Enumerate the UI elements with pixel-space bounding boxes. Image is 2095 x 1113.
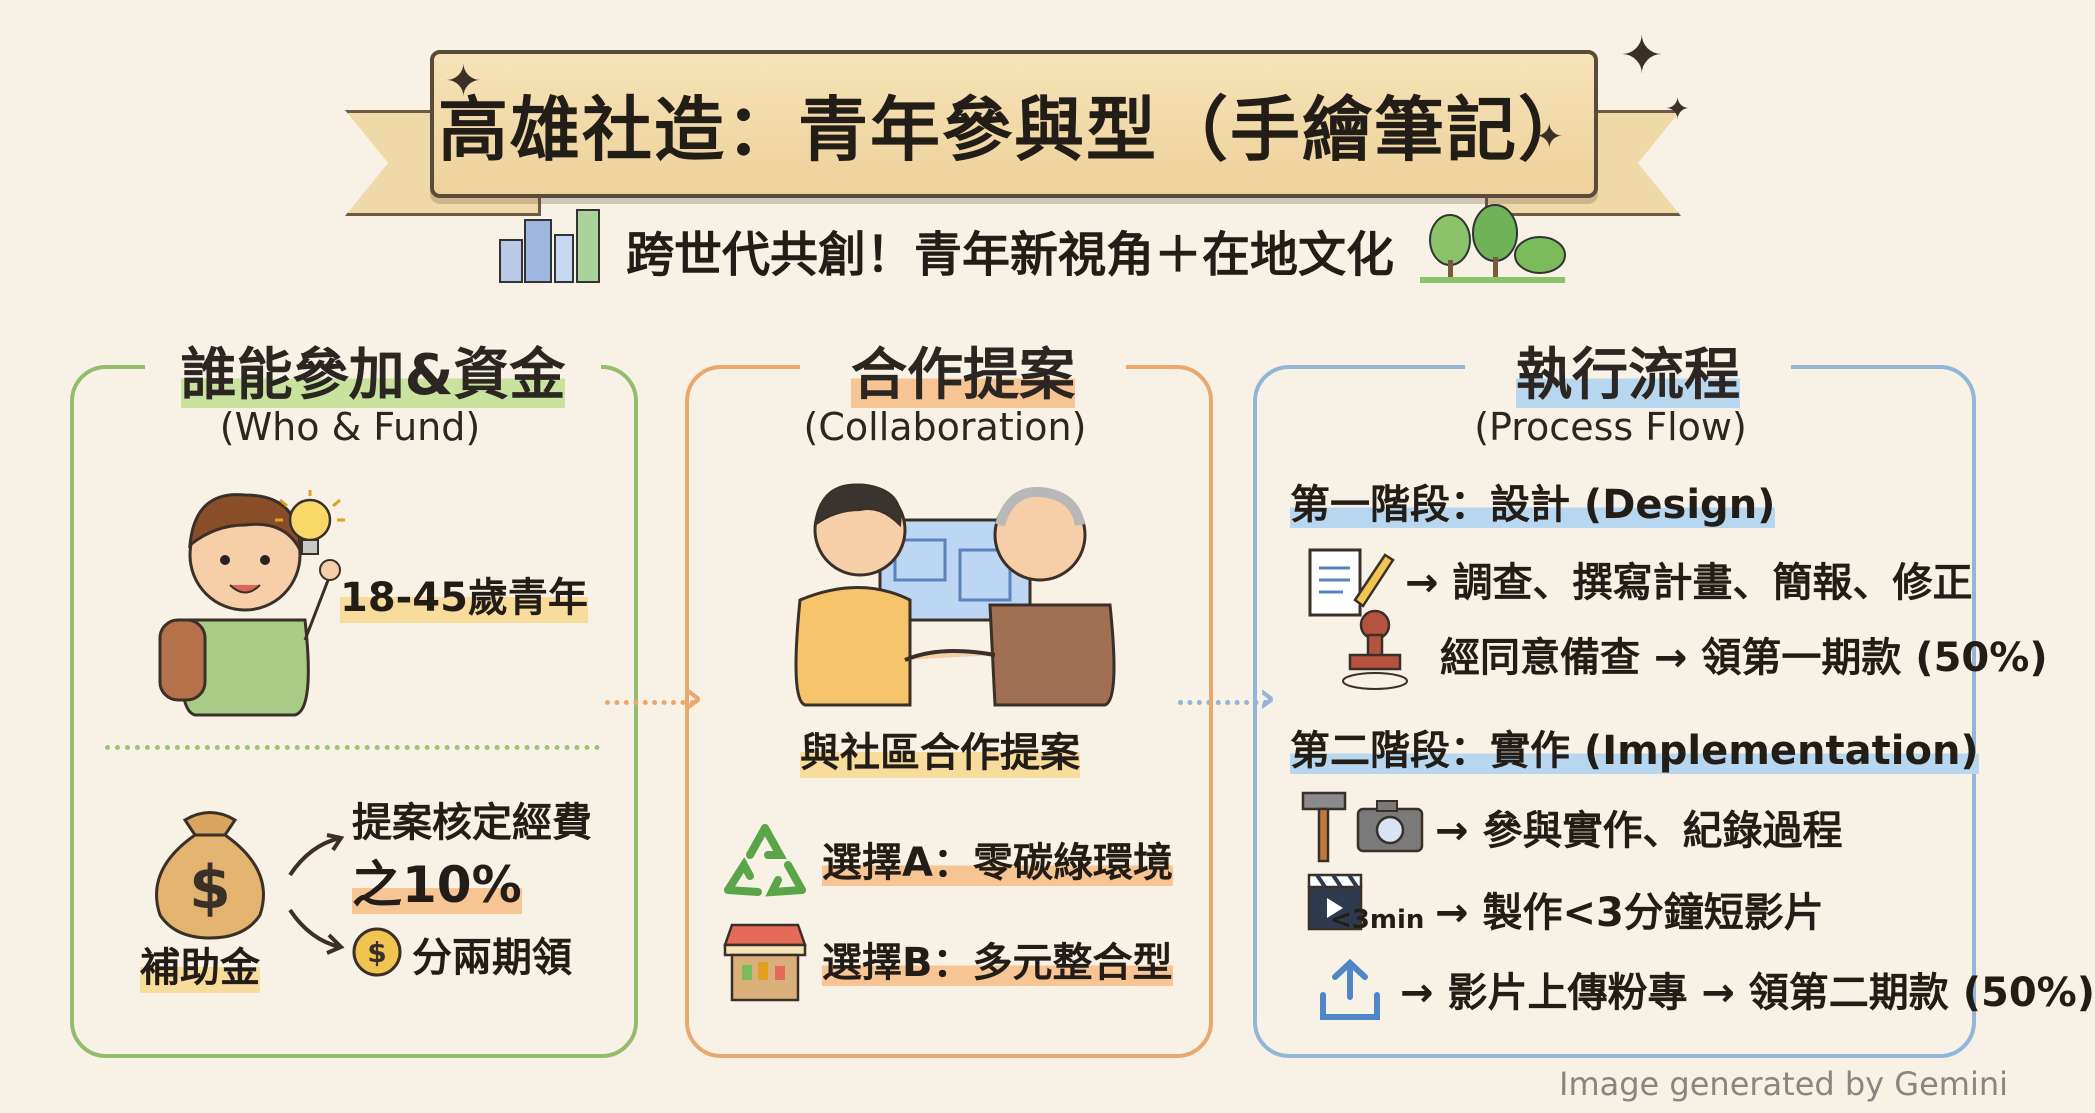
coin-icon: $ <box>352 927 402 977</box>
option-a: 選擇A：零碳綠環境 <box>822 830 1173 888</box>
panel-collab-title-text: 合作提案 <box>851 343 1075 408</box>
clapperboard-icon <box>1307 873 1363 931</box>
stage-2-step-1: → 參與實作、紀錄過程 <box>1435 808 1843 854</box>
sparkle-icon: ✦ <box>1620 26 1664 86</box>
option-b: 選擇B：多元整合型 <box>822 930 1173 988</box>
stage-2-heading-text: 第二階段：實作 (Implementation) <box>1290 728 1979 774</box>
video-length-badge: <3min <box>1330 905 1425 935</box>
market-stall-icon <box>723 923 807 1002</box>
fund-installments: 分兩期領 <box>412 935 572 981</box>
upload-icon <box>1320 958 1380 1020</box>
watermark: Image generated by Gemini <box>1559 1065 2008 1103</box>
panel-who-title-text: 誰能參加&資金 <box>180 343 566 408</box>
svg-text:$: $ <box>189 853 231 923</box>
section-divider <box>105 745 600 750</box>
sparkle-icon: ✦ <box>445 56 482 107</box>
lightbulb-icon <box>275 490 345 555</box>
connector-arrow-2 <box>1178 700 1268 705</box>
option-a-text: 選擇A：零碳綠環境 <box>822 840 1173 886</box>
panel-collab-subtitle: (Collaboration) <box>803 405 1087 449</box>
panel-who-subtitle: (Who & Fund) <box>219 405 481 449</box>
sparkle-icon: ✦ <box>1665 92 1691 127</box>
stage-1-step-1: → 調查、撰寫計畫、簡報、修正 <box>1405 560 1973 606</box>
panel-process-subtitle: (Process Flow) <box>1474 405 1747 449</box>
handshake-illustration <box>794 483 1116 707</box>
connector-arrowhead-2: › <box>1258 672 1277 723</box>
stage-2-heading: 第二階段：實作 (Implementation) <box>1290 718 1979 776</box>
stage-1-step-2: 經同意備查 → 領第一期款 (50%) <box>1440 635 2048 681</box>
stamp-icon <box>1342 609 1408 690</box>
subsidy-label: 補助金 <box>140 935 260 993</box>
title-banner: 高雄社造：青年參與型（手繪筆記） <box>430 50 1598 198</box>
panel-process-title-text: 執行流程 <box>1516 343 1740 408</box>
youth-illustration <box>158 493 341 717</box>
svg-text:$: $ <box>367 936 386 969</box>
panel-process-title: 執行流程 <box>1465 330 1791 411</box>
city-icon <box>499 209 600 283</box>
stage-1-heading: 第一階段：設計 (Design) <box>1290 472 1776 530</box>
page-subtitle: 跨世代共創！青年新視角＋在地文化 <box>625 227 1394 283</box>
money-bag-icon: $ <box>155 811 265 940</box>
hammer-icon <box>1301 791 1347 863</box>
document-pencil-icon <box>1308 548 1395 617</box>
recycle-icon <box>724 824 806 897</box>
stage-1-heading-text: 第一階段：設計 (Design) <box>1290 482 1776 528</box>
collab-caption: 與社區合作提案 <box>800 720 1080 778</box>
fund-line-2: 之10% <box>352 845 522 917</box>
fund-percentage: 之10% <box>352 856 522 914</box>
sparkle-icon: ✦ <box>1535 117 1564 157</box>
camera-icon <box>1356 800 1424 853</box>
age-requirement: 18-45歲青年 <box>340 565 588 623</box>
trees-icon <box>1420 204 1566 283</box>
arrow-up-icon <box>288 833 345 877</box>
stage-2-step-2: → 製作<3分鐘短影片 <box>1435 890 1824 936</box>
arrow-down-icon <box>288 908 345 955</box>
connector-arrowhead-1: › <box>685 672 704 723</box>
connector-arrow-1 <box>605 700 695 705</box>
panel-collab-title: 合作提案 <box>800 330 1126 411</box>
page-title: 高雄社造：青年參與型（手繪筆記） <box>438 88 1590 171</box>
option-b-text: 選擇B：多元整合型 <box>822 940 1173 986</box>
stage-2-step-3: → 影片上傳粉專 → 領第二期款 (50%) <box>1400 970 2095 1016</box>
fund-line-1: 提案核定經費 <box>352 800 592 846</box>
panel-who-title: 誰能參加&資金 <box>145 330 601 411</box>
